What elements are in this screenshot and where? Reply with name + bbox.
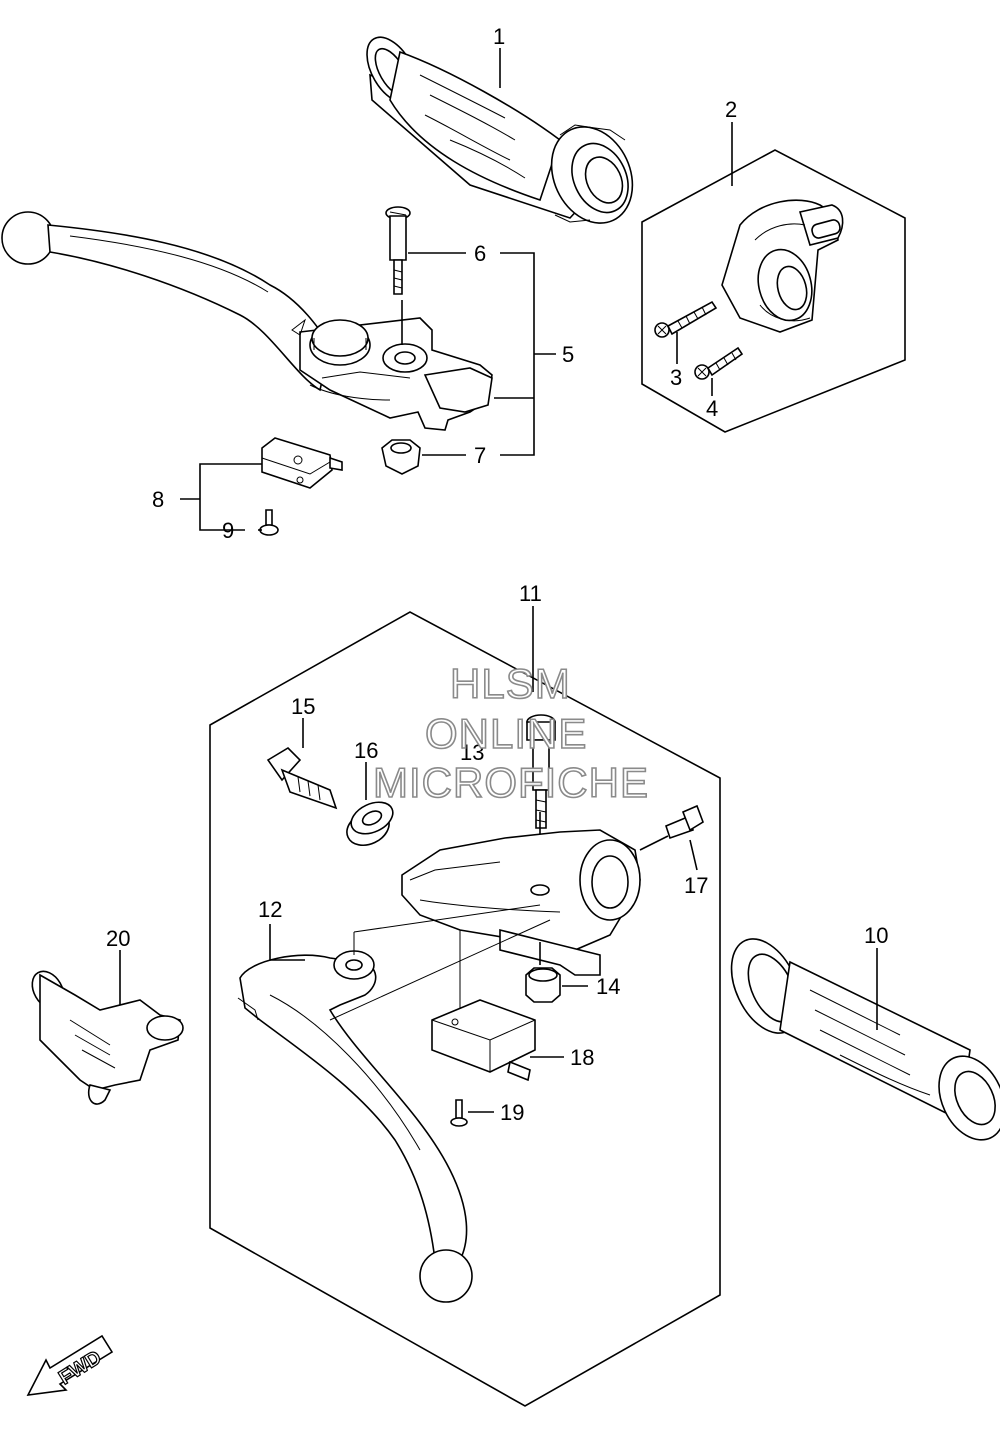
switch-icon[interactable] — [261, 437, 343, 489]
screw-icon[interactable] — [450, 1099, 468, 1127]
callout-1: 1 — [493, 24, 505, 49]
locknut-icon[interactable] — [341, 796, 398, 852]
clutch-perch-icon[interactable] — [401, 829, 641, 976]
callout-20: 20 — [106, 926, 130, 951]
callout-9: 9 — [222, 518, 234, 543]
callout-3: 3 — [670, 365, 682, 390]
callout-12: 12 — [258, 897, 282, 922]
nut-icon[interactable] — [381, 439, 421, 475]
part-2-box — [641, 149, 906, 433]
brake-lever-icon[interactable] — [1, 211, 493, 431]
callout-8: 8 — [152, 487, 164, 512]
callout-14: 14 — [596, 974, 620, 999]
bolt-icon[interactable] — [665, 804, 704, 840]
watermark-line-1: HLSM — [450, 660, 571, 707]
throttle-grip-icon[interactable] — [357, 29, 648, 237]
fwd-arrow-icon: FWD — [26, 1334, 114, 1396]
callout-16: 16 — [354, 738, 378, 763]
callout-11: 11 — [519, 581, 542, 606]
callout-15: 15 — [291, 694, 315, 719]
part-11-box — [209, 611, 721, 1407]
adjuster-screw-icon[interactable] — [266, 746, 338, 810]
holder-icon[interactable] — [26, 966, 184, 1105]
callout-4: 4 — [706, 396, 718, 421]
throttle-housing-icon[interactable] — [721, 199, 844, 333]
pivot-bolt-icon[interactable] — [385, 206, 411, 295]
handlebar-grip-icon[interactable] — [718, 928, 1000, 1151]
watermark-line-2: ONLINE — [425, 710, 587, 757]
watermark-line-3: MICROFICHE — [373, 759, 649, 806]
screw-icon[interactable] — [259, 509, 279, 536]
pivot-bolt-icon[interactable] — [526, 714, 556, 829]
watermark: HLSM ONLINE MICROFICHE — [372, 659, 649, 807]
clutch-lever-icon[interactable] — [237, 950, 473, 1303]
nut-icon[interactable] — [525, 967, 561, 1003]
callout-18: 18 — [570, 1045, 594, 1070]
callout-6: 6 — [474, 241, 486, 266]
screw-icon[interactable] — [694, 346, 744, 380]
callout-19: 19 — [500, 1100, 524, 1125]
callout-17: 17 — [684, 873, 708, 898]
screw-icon[interactable] — [654, 300, 718, 338]
callout-13: 13 — [460, 740, 484, 765]
callout-10: 10 — [864, 923, 888, 948]
callout-7: 7 — [474, 443, 486, 468]
callout-2: 2 — [725, 97, 737, 122]
callout-5: 5 — [562, 342, 574, 367]
switch-icon[interactable] — [431, 999, 536, 1082]
